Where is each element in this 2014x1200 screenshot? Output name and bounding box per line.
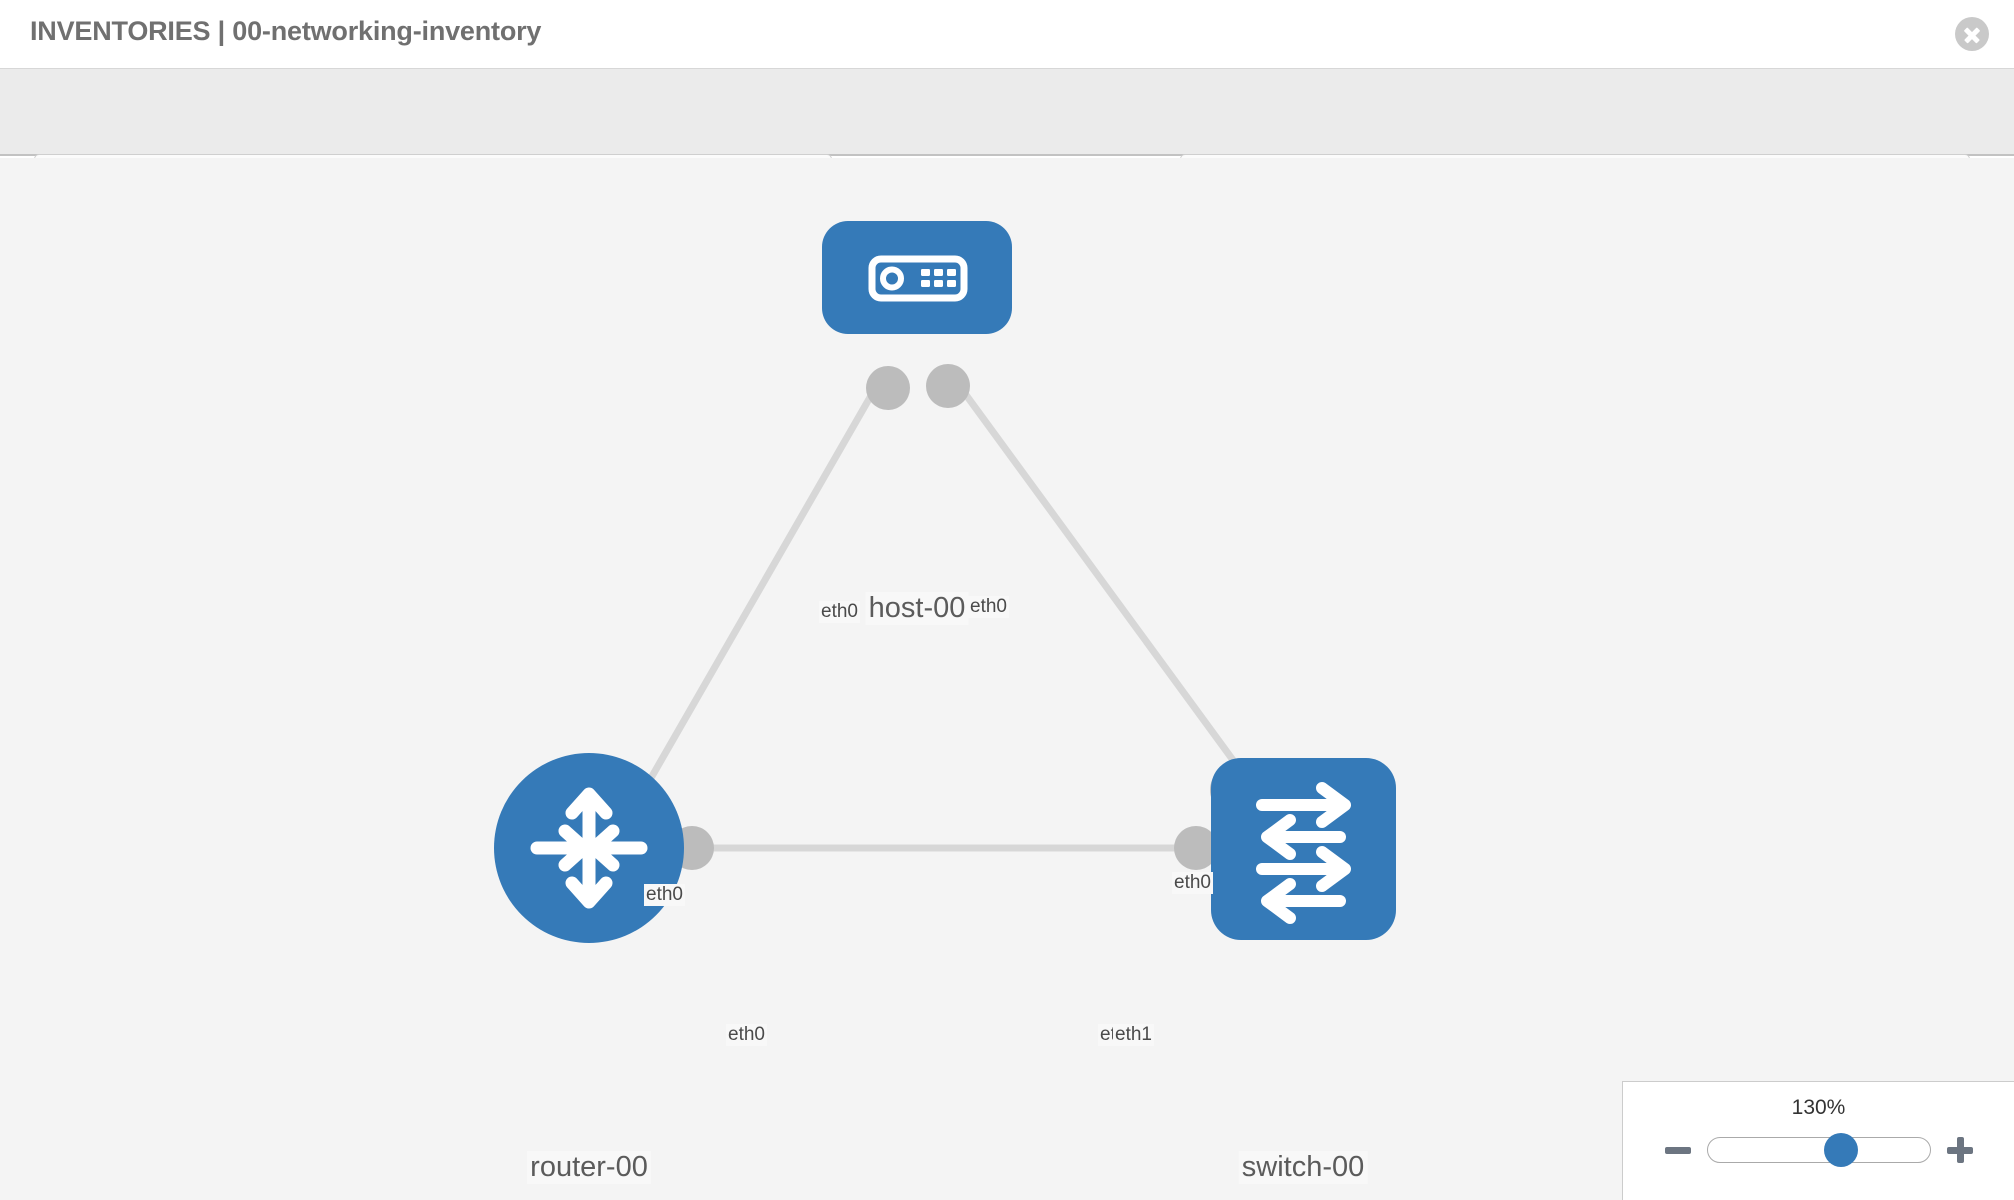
node-label-switch-00: switch-00	[1238, 1151, 1368, 1184]
iface-label: eth0	[726, 1024, 767, 1046]
node-host-00	[822, 221, 1012, 334]
link-host-router	[624, 371, 888, 820]
zoom-slider-row	[1623, 1130, 2014, 1170]
node-router-00	[494, 753, 684, 943]
host-device-icon	[868, 255, 968, 302]
zoom-out-button[interactable]	[1665, 1146, 1691, 1154]
plus-icon-vertical	[1956, 1137, 1964, 1163]
node-label-router-00: router-00	[527, 1151, 651, 1184]
close-icon[interactable]	[1955, 17, 1989, 51]
connector-host-right	[926, 364, 970, 408]
zoom-control-panel: 130%	[1622, 1081, 2014, 1200]
router-arrows-icon	[530, 787, 648, 909]
iface-label: eth0	[968, 596, 1009, 618]
toolbar: ACTIONS SEARCH	[0, 69, 2014, 209]
node-label-host-00: host-00	[865, 592, 969, 625]
zoom-slider-thumb[interactable]	[1824, 1133, 1859, 1167]
zoom-slider-track[interactable]	[1707, 1133, 1931, 1167]
iface-label: eth0	[819, 601, 860, 623]
zoom-level-value: 130%	[1791, 1096, 1846, 1119]
connector-switch-left	[1174, 826, 1218, 870]
connector-host-left	[866, 366, 910, 410]
iface-label: eth0	[1172, 872, 1213, 894]
switch-arrows-icon	[1256, 782, 1351, 924]
topology-canvas[interactable]: eth0 eth0 eth0 eth0 eth0 eth0 eth1 host-…	[0, 158, 2014, 1200]
link-host-switch	[947, 370, 1271, 811]
node-switch-00	[1211, 758, 1396, 940]
topology-graph	[494, 221, 1396, 943]
iface-label: eth0	[644, 884, 685, 906]
topology-links	[624, 370, 1271, 852]
zoom-in-button[interactable]	[1947, 1137, 1973, 1163]
page-header: INVENTORIES | 00-networking-inventory	[0, 0, 2014, 69]
page-title: INVENTORIES | 00-networking-inventory	[30, 16, 542, 46]
iface-label: eth1	[1113, 1024, 1154, 1046]
